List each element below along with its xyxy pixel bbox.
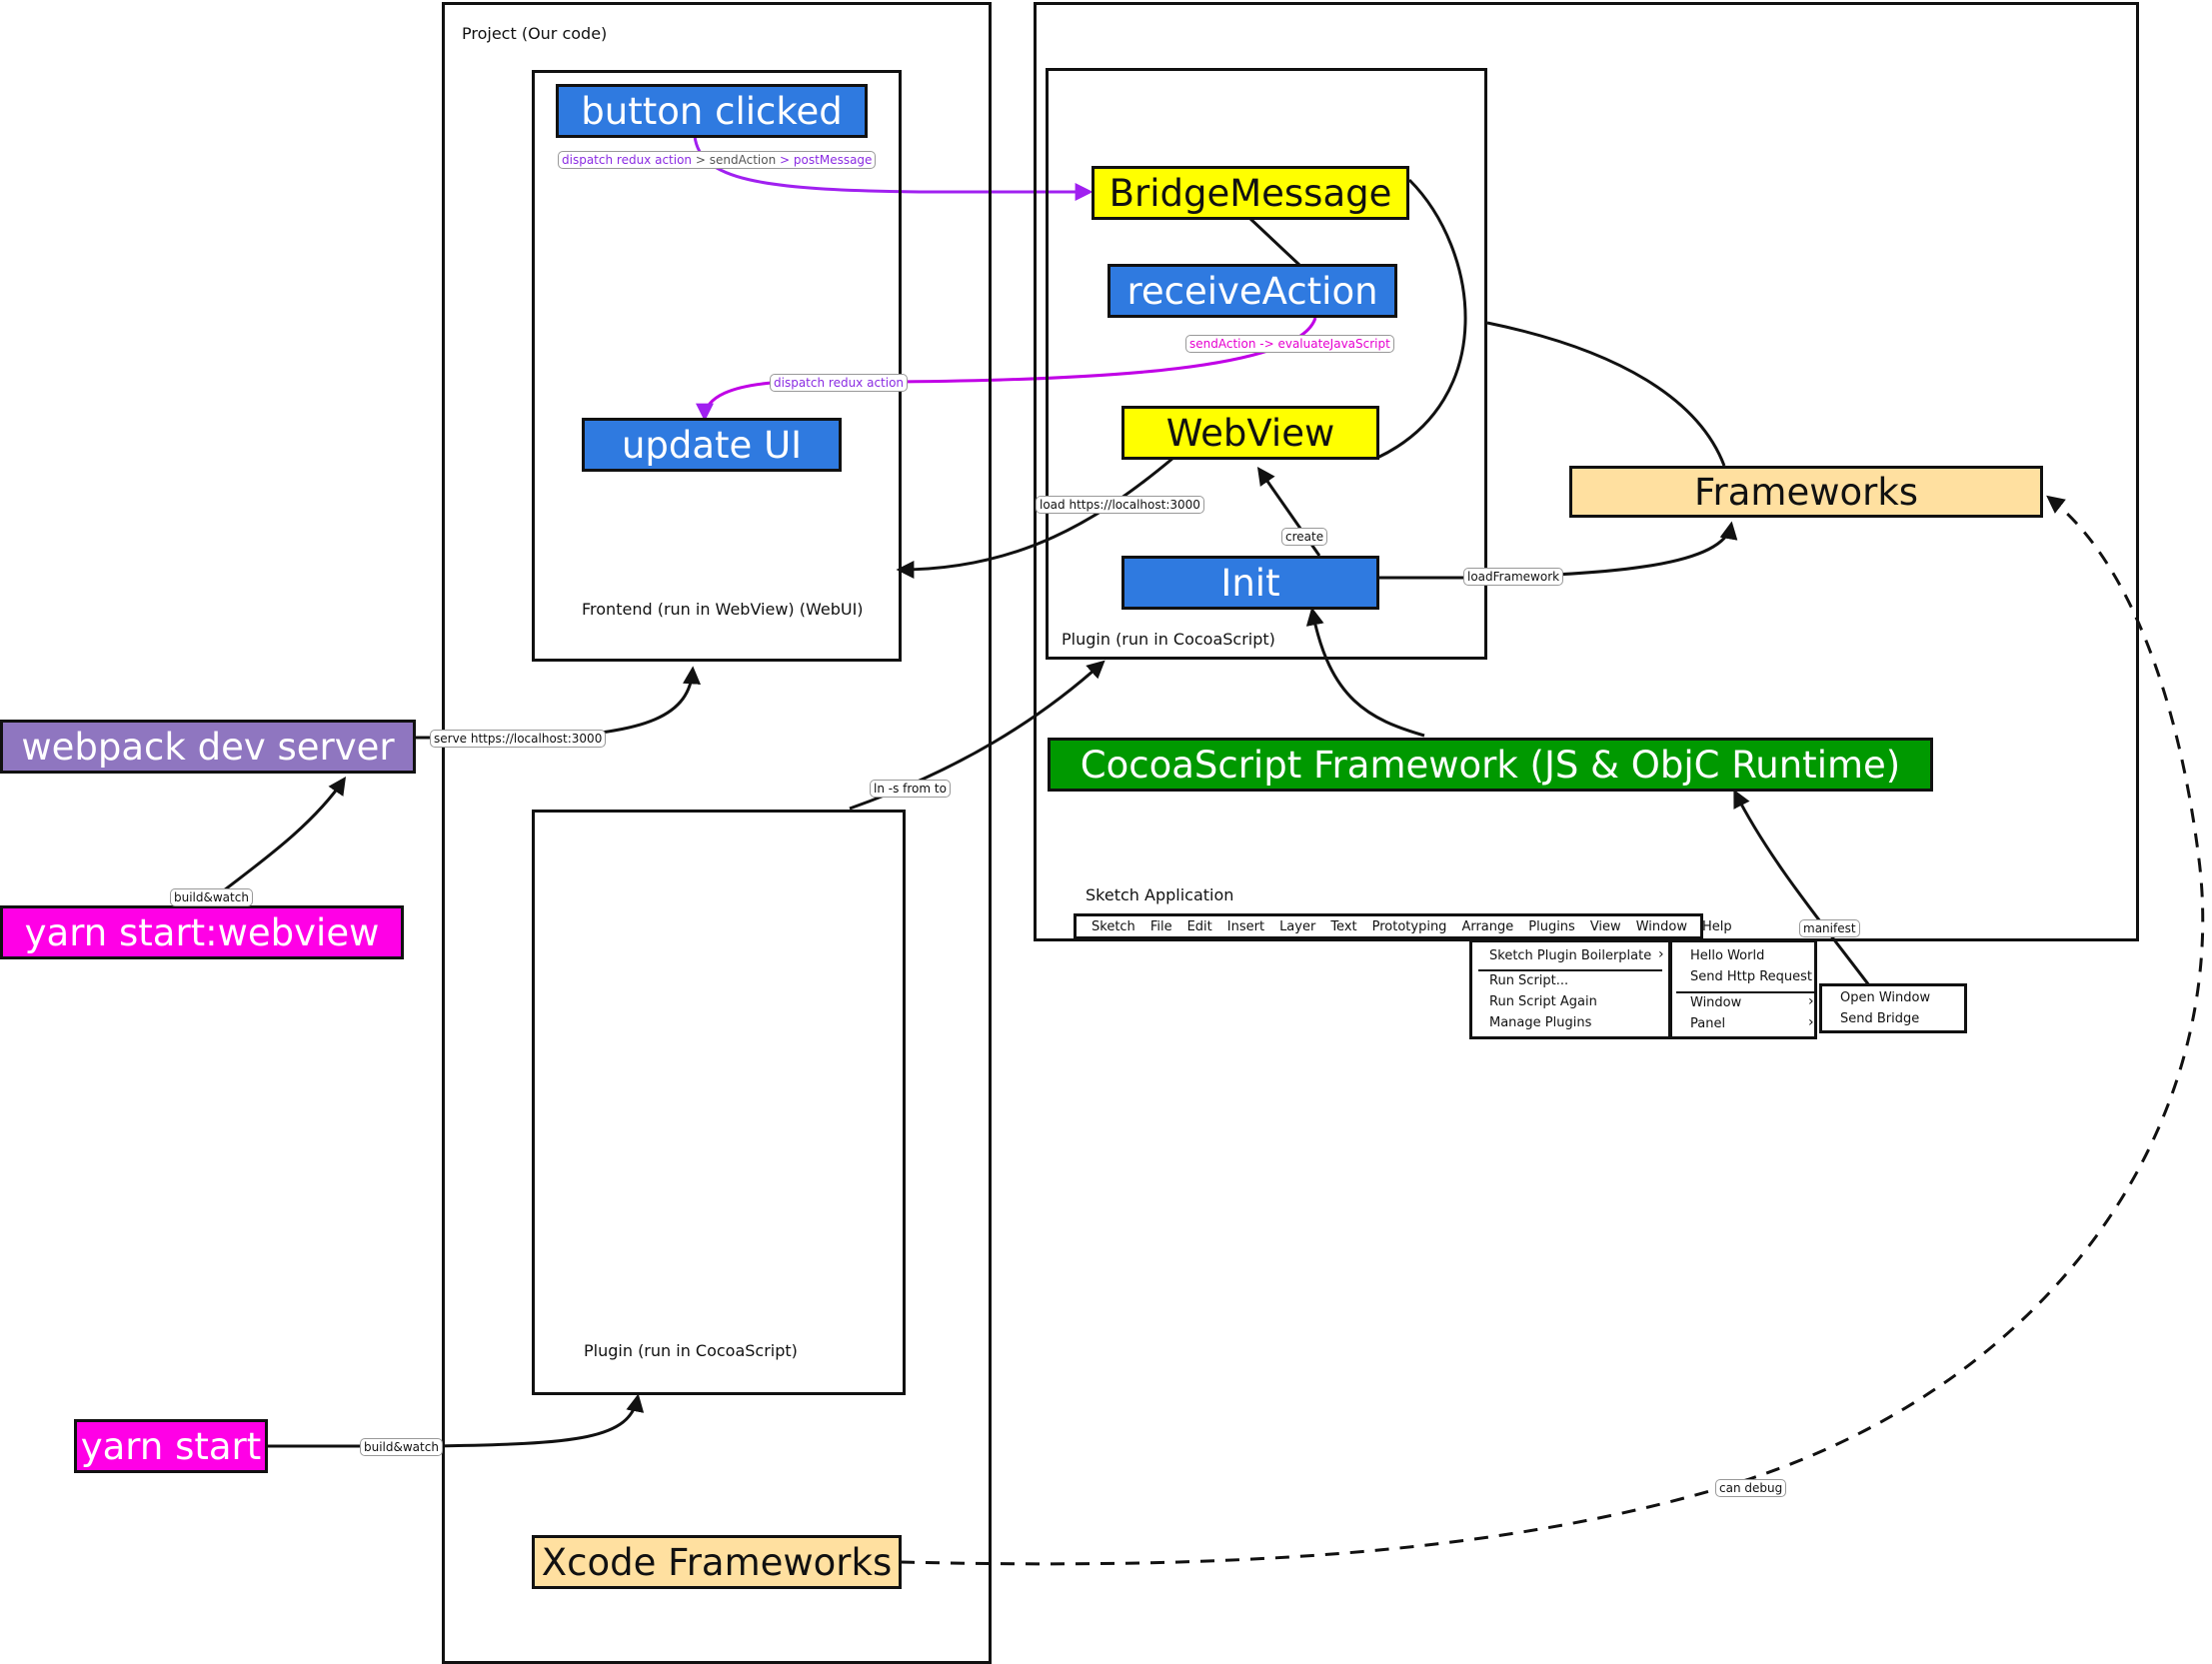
menubar-item-insert[interactable]: Insert <box>1226 918 1265 934</box>
chevron-right-icon: › <box>1808 993 1814 1009</box>
edge-label-arrow-2: > <box>780 153 791 167</box>
yarn-start-node: yarn start <box>74 1419 268 1473</box>
webview-node: WebView <box>1121 406 1379 460</box>
edge-label-dispatch-send-post: dispatch redux action > sendAction > pos… <box>558 151 877 169</box>
webpack-dev-server-node: webpack dev server <box>0 720 416 774</box>
sketch-plugin-frame <box>1046 68 1487 660</box>
edge-label-dispatch-1: dispatch redux action <box>562 153 693 167</box>
menubar-item-plugins[interactable]: Plugins <box>1528 918 1575 934</box>
edge-label-lns: ln -s from to <box>870 780 951 798</box>
edge-label-arrow-1: > <box>695 153 706 167</box>
button-clicked-node: button clicked <box>556 84 868 138</box>
plugins-menu-item-boilerplate[interactable]: Sketch Plugin Boilerplate <box>1489 948 1652 963</box>
project-plugin-frame <box>532 810 906 1395</box>
edge-manifest <box>1733 789 1874 990</box>
edge-label-load-localhost: load https://localhost:3000 <box>1036 496 1204 514</box>
edge-label-build-watch-1: build&watch <box>170 888 253 906</box>
edge-sketch-to-frameworks <box>1486 321 1726 467</box>
edge-cocoascript-to-init <box>1305 607 1425 738</box>
edge-yarnstart-to-plugin <box>267 1393 645 1448</box>
edge-xcode-to-frameworks <box>900 495 2205 1566</box>
frontend-caption: Frontend (run in WebView) (WebUI) <box>582 600 864 619</box>
project-title: Project (Our code) <box>462 24 608 43</box>
menubar-item-file[interactable]: File <box>1149 918 1172 934</box>
submenu-item-send-http[interactable]: Send Http Request <box>1690 969 1813 984</box>
edge-webview-to-frontend <box>896 456 1174 579</box>
menubar-item-prototyping[interactable]: Prototyping <box>1371 918 1447 934</box>
edge-label-serve: serve https://localhost:3000 <box>430 730 607 748</box>
chevron-right-icon: › <box>1808 1014 1814 1030</box>
window-submenu-item-open[interactable]: Open Window <box>1840 990 1931 1005</box>
edge-bridgemessage-to-webview <box>1376 178 1467 460</box>
edge-label-postmessage: postMessage <box>793 153 873 167</box>
menubar-item-window[interactable]: Window <box>1635 918 1687 934</box>
edge-label-build-watch-2: build&watch <box>360 1438 443 1456</box>
receiveaction-node: receiveAction <box>1107 264 1397 318</box>
plugins-menu-item-manage[interactable]: Manage Plugins <box>1489 1015 1592 1030</box>
frameworks-node: Frameworks <box>1569 466 2043 518</box>
edge-label-dispatch-2: dispatch redux action <box>770 374 909 392</box>
submenu-item-window[interactable]: Window <box>1690 995 1742 1010</box>
sketch-menubar: Sketch File Edit Insert Layer Text Proto… <box>1074 913 1732 939</box>
window-submenu: Open Window Send Bridge <box>1819 983 1967 1033</box>
submenu-item-hello-world[interactable]: Hello World <box>1690 948 1765 963</box>
project-frame <box>442 2 992 1664</box>
plugins-menu: Sketch Plugin Boilerplate › Run Script..… <box>1469 939 1671 1039</box>
edge-label-create: create <box>1281 528 1328 546</box>
update-ui-node: update UI <box>582 418 842 472</box>
menubar-item-help[interactable]: Help <box>1701 918 1732 934</box>
submenu-divider <box>1676 991 1814 993</box>
menubar-item-layer[interactable]: Layer <box>1279 918 1316 934</box>
edge-label-sendaction: sendAction <box>709 153 777 167</box>
menu-divider <box>1478 969 1662 971</box>
boilerplate-submenu: Hello World Send Http Request Window › P… <box>1669 939 1817 1039</box>
chevron-right-icon: › <box>1658 946 1664 962</box>
menubar-item-sketch[interactable]: Sketch <box>1092 918 1135 934</box>
submenu-item-panel[interactable]: Panel <box>1690 1016 1726 1031</box>
init-node: Init <box>1121 556 1379 610</box>
yarn-start-webview-node: yarn start:webview <box>0 905 404 959</box>
sketch-plugin-caption: Plugin (run in CocoaScript) <box>1062 630 1275 649</box>
edge-label-loadframework: loadFramework <box>1463 568 1564 586</box>
frontend-frame <box>532 70 902 662</box>
edge-label-sendaction-evaluate: sendAction -> evaluateJavaScript <box>1185 335 1394 353</box>
edge-label-can-debug: can debug <box>1715 1479 1787 1497</box>
bridgemessage-node: BridgeMessage <box>1092 166 1409 220</box>
cocoascript-framework-node: CocoaScript Framework (JS & ObjC Runtime… <box>1048 738 1933 792</box>
edge-label-dispatch-2-text: dispatch redux action <box>774 376 905 390</box>
menubar-item-view[interactable]: View <box>1589 918 1621 934</box>
xcode-frameworks-node: Xcode Frameworks <box>532 1535 902 1589</box>
menubar-item-edit[interactable]: Edit <box>1186 918 1212 934</box>
menubar-item-arrange[interactable]: Arrange <box>1461 918 1514 934</box>
edge-bridgemessage-to-receiveaction <box>1247 216 1301 267</box>
window-submenu-item-send-bridge[interactable]: Send Bridge <box>1840 1011 1920 1026</box>
menubar-item-text[interactable]: Text <box>1330 918 1357 934</box>
edge-label-manifest: manifest <box>1799 919 1860 937</box>
plugins-menu-item-run-script[interactable]: Run Script... <box>1489 973 1569 988</box>
project-plugin-caption: Plugin (run in CocoaScript) <box>584 1341 798 1360</box>
edge-yarnwebview-to-webpack <box>214 777 347 899</box>
sketch-caption: Sketch Application <box>1086 885 1234 904</box>
plugins-menu-item-run-again[interactable]: Run Script Again <box>1489 994 1597 1009</box>
